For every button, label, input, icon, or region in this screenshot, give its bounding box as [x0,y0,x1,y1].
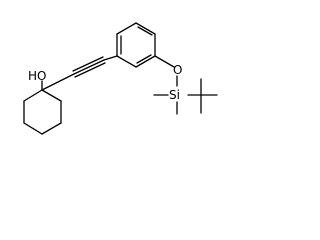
alkyne-bond-lower [74,62,106,78]
ring-double-bond [136,54,152,64]
aryl-ether-bond [154,55,175,68]
ring-bond [116,55,137,68]
alkyne-bond-center [73,59,105,75]
ring-bond [41,122,62,135]
ring-bond [135,22,156,35]
ring-bond [135,55,156,68]
ring-bond [116,22,137,35]
alkyne-triple-bond [72,56,106,78]
cyclohexane-ring [23,89,62,135]
alkyne-linker-bond [41,73,75,91]
aryl-linker-bond [103,55,118,61]
silicon-label: Si [169,88,180,102]
ring-double-bond [137,26,153,36]
ring-bond [41,89,62,102]
ring-bond [23,122,43,135]
hydroxyl-label: HO [28,69,46,83]
ring-bond [23,89,43,102]
ether-oxygen-label: O [173,63,182,77]
tert-butyl-group [200,78,218,114]
chemical-structure-diagram: HO O Si [23,22,218,135]
alkyne-bond-upper [72,56,104,72]
benzene-ring [116,22,156,68]
